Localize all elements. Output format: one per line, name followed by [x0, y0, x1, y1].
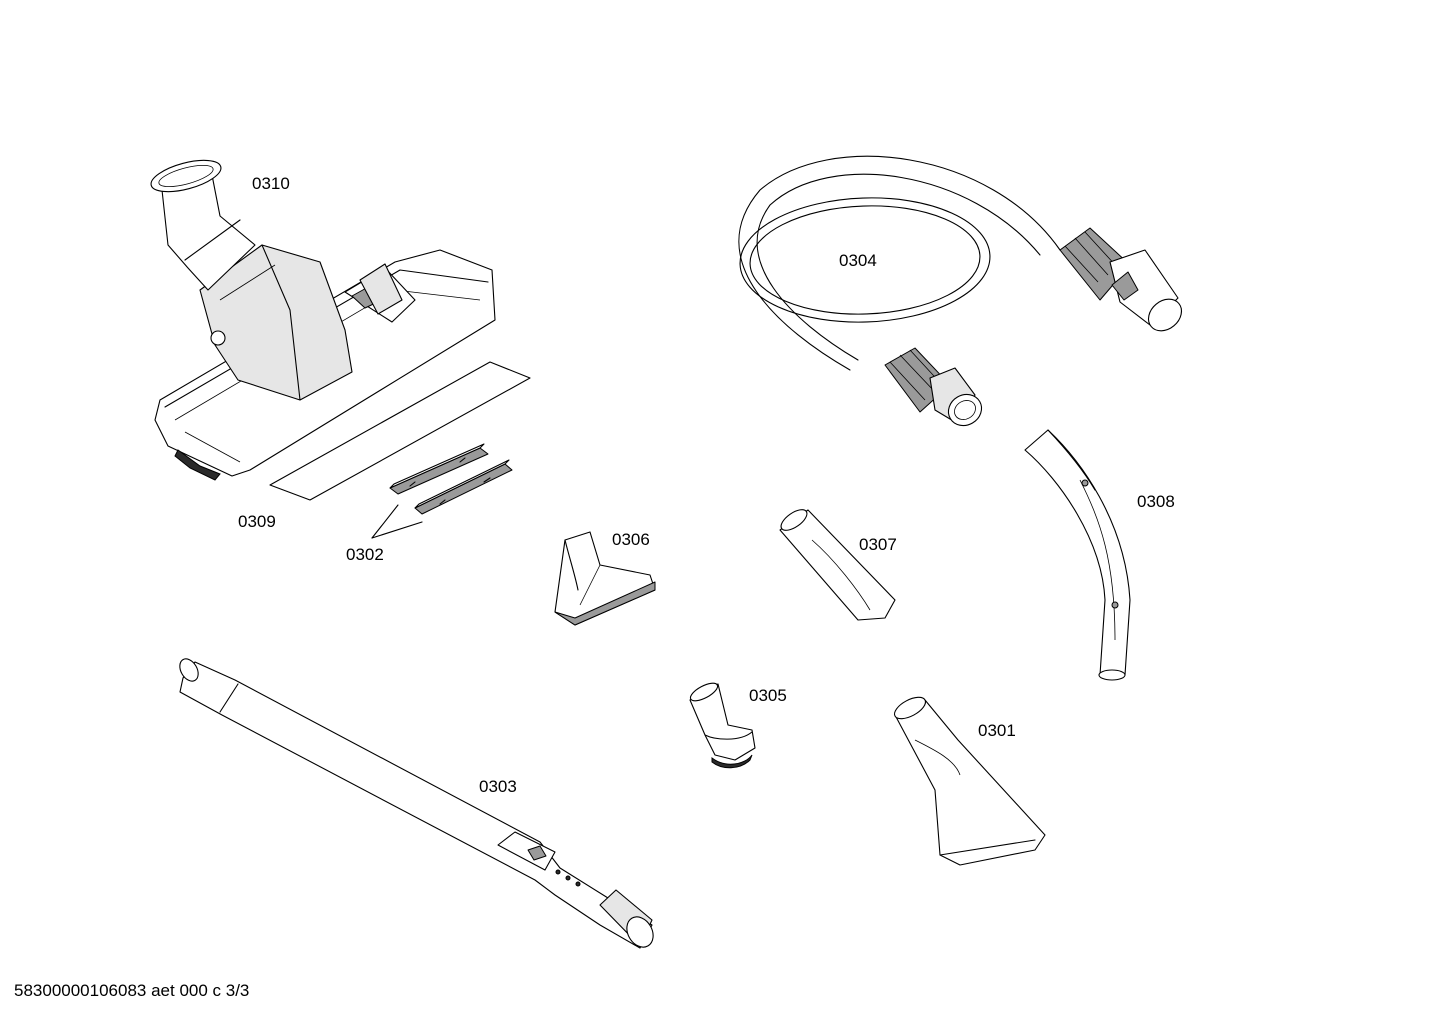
part-0301-wide-nozzle — [893, 696, 1046, 866]
part-0305-dusting-nozzle — [689, 682, 756, 769]
part-0303-telescopic-tube — [179, 658, 654, 949]
part-0309-brush-strip — [269, 361, 531, 501]
label-0306: 0306 — [612, 530, 650, 549]
part-0304-hose — [738, 155, 1183, 427]
label-0308: 0308 — [1137, 492, 1175, 511]
label-0304: 0304 — [839, 251, 877, 270]
label-0305: 0305 — [749, 686, 787, 705]
label-0302: 0302 — [346, 545, 384, 564]
part-0302-clips — [371, 443, 513, 539]
part-0310-floor-nozzle — [150, 159, 496, 481]
label-0309: 0309 — [238, 512, 276, 531]
part-0308-handle — [1024, 429, 1131, 681]
label-0307: 0307 — [859, 535, 897, 554]
part-0306-upholstery-nozzle — [554, 531, 656, 626]
part-0307-crevice-tool — [779, 509, 896, 621]
label-0303: 0303 — [479, 777, 517, 796]
label-0310: 0310 — [252, 174, 290, 193]
label-0301: 0301 — [978, 721, 1016, 740]
document-footer-code: 58300000106083 aet 000 c 3/3 — [14, 981, 250, 1000]
